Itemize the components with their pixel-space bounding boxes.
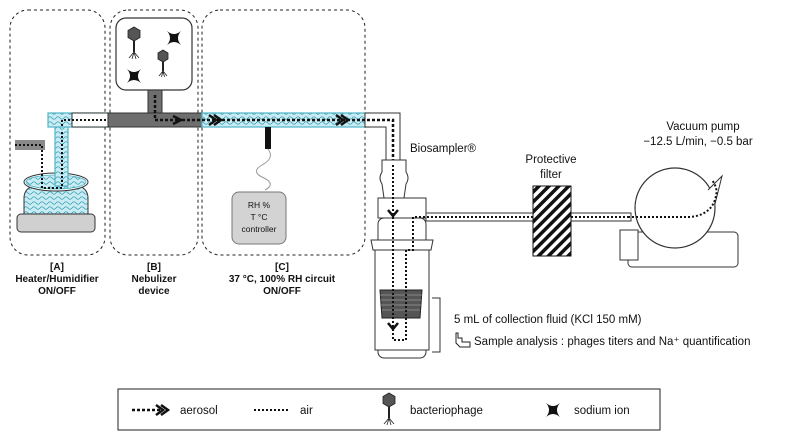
legend-air-label: air [300,405,313,417]
sodium-ion-icon [546,403,560,417]
legend-bacteriophage: bacteriophage [382,392,483,426]
stage-a-tag: [A] [50,262,64,273]
stage-c-line1: 37 °C, 100% RH circuit [229,274,336,285]
sodium-ion-icon [127,69,141,83]
stage-box-b [109,9,199,256]
heated-circuit-tube [182,112,371,149]
sodium-ion-icon [167,31,181,45]
vacuum-pump [619,167,739,268]
biosampler-label: Biosampler® [410,143,477,155]
legend-sodium-label: sodium ion [574,405,630,417]
stage-a-line2: ON/OFF [38,286,76,297]
connection-elbow [362,112,401,161]
collection-label: 5 mL of collection fluid (KCl 150 mM) [454,314,642,326]
pump-label-line1: Vacuum pump [666,121,739,133]
hand-pointer-icon [455,332,471,348]
stage-a-line1: Heater/Humidifier [15,274,98,285]
legend-aerosol-label: aerosol [180,405,218,417]
stage-b-line1: Nebulizer [131,274,176,285]
pump-label-line2: −12.5 L/min, −0.5 bar [643,136,752,148]
collection-bracket [432,297,441,353]
controller-line1: RH % [248,200,271,210]
filter-label-line2: filter [540,169,562,181]
stage-c-tag: [C] [275,262,289,273]
stage-box-c [201,9,366,256]
controller-line3: controller [242,224,277,234]
filter-label-line1: Protective [525,154,576,166]
bacteriophage-icon [127,26,141,60]
legend-sodium: sodium ion [546,403,630,417]
rh-temperature-controller: RH % T °C controller [231,148,287,245]
controller-line2: T °C [251,212,268,222]
stage-b-line2: device [138,286,170,297]
legend-aerosol: aerosol [132,403,218,417]
legend-air: air [254,405,313,417]
analysis-label: Sample analysis : phages titers and Na⁺ … [474,336,750,348]
protective-filter [532,185,572,257]
legend-bacteriophage-label: bacteriophage [410,405,483,417]
nebulizer [107,17,203,128]
biosampler [370,159,632,359]
bacteriophage-icon [382,392,396,426]
bacteriophage-icon [157,49,169,78]
stage-b-tag: [B] [147,262,161,273]
stage-c-line2: ON/OFF [263,286,301,297]
heater-humidifier [15,125,96,233]
